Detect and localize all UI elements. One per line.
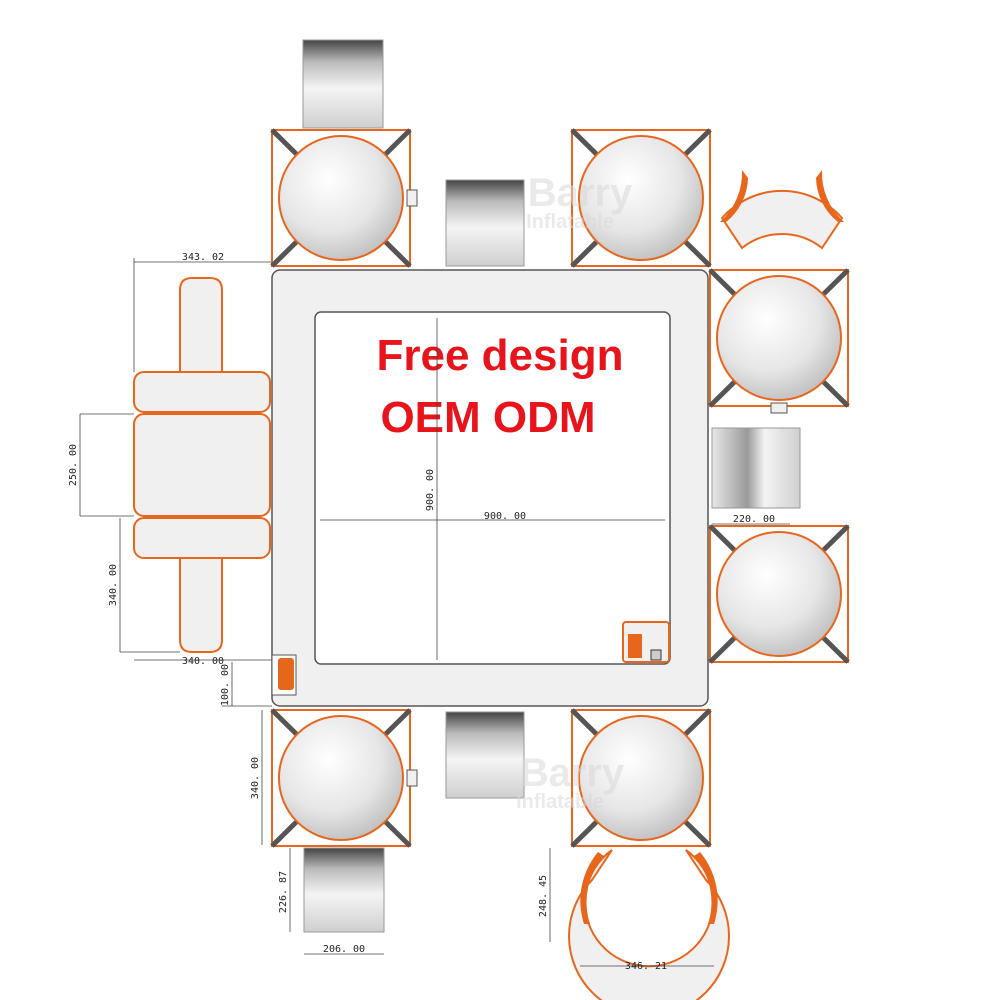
sphere-unit-bottom-left bbox=[270, 708, 418, 848]
watermark-top: Barry Inflatable bbox=[526, 171, 633, 233]
dimension-100: 100. 00 bbox=[220, 664, 231, 706]
sphere-unit-bottom-right bbox=[570, 708, 712, 848]
dimension-346: 346. 21 bbox=[625, 961, 667, 972]
dimension-250: 250. 00 bbox=[68, 444, 79, 486]
dimension-248: 248. 45 bbox=[538, 875, 549, 917]
headline-line1: Free design bbox=[377, 331, 624, 380]
dimension-900-vertical: 900. 00 bbox=[425, 469, 436, 511]
outer-dimension-lines bbox=[289, 523, 790, 967]
tube-right-middle bbox=[711, 427, 801, 509]
dimension-343: 343. 02 bbox=[182, 252, 224, 263]
svg-text:Inflatable: Inflatable bbox=[516, 791, 604, 813]
svg-text:Inflatable: Inflatable bbox=[526, 211, 614, 233]
dimension-226: 226. 87 bbox=[278, 871, 289, 913]
dimension-220: 220. 00 bbox=[733, 514, 775, 525]
svg-text:Barry: Barry bbox=[520, 751, 625, 795]
sphere-unit-top-left bbox=[270, 128, 418, 268]
dimension-206: 206. 00 bbox=[323, 944, 365, 955]
valve-left bbox=[278, 658, 294, 690]
c-shape-top-right bbox=[720, 170, 844, 250]
dimension-340-lower: 340. 00 bbox=[250, 757, 261, 799]
sphere-unit-right-lower bbox=[708, 524, 850, 664]
dimension-340-bottom: 340. 00 bbox=[182, 656, 224, 667]
dimension-340-left: 340. 00 bbox=[108, 564, 119, 606]
c-shape-bottom-right bbox=[568, 849, 730, 1000]
svg-text:Barry: Barry bbox=[528, 171, 633, 215]
left-dimension-lines bbox=[79, 258, 272, 845]
tube-top-left bbox=[302, 39, 384, 129]
main-frame bbox=[271, 269, 709, 707]
left-cross-panel bbox=[133, 277, 271, 653]
watermark-bottom: Barry Inflatable bbox=[516, 751, 625, 813]
inner-dimension-lines bbox=[320, 318, 665, 660]
sphere-unit-top-right bbox=[570, 128, 712, 268]
tube-bottom-center bbox=[445, 711, 525, 799]
headline-line2: OEM ODM bbox=[380, 393, 595, 442]
sphere-unit-right-upper bbox=[708, 268, 850, 414]
dimension-900-horizontal: 900. 00 bbox=[484, 511, 526, 522]
tube-bottom-left bbox=[303, 847, 385, 933]
tube-top-center bbox=[445, 179, 525, 267]
